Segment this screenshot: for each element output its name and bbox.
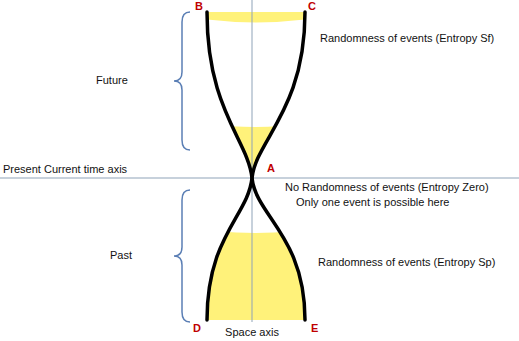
time-region-label: Future xyxy=(96,74,128,87)
entropy-note: No Randomness of events (Entropy Zero) xyxy=(285,181,489,194)
hourglass-left xyxy=(207,12,252,320)
sand-pile xyxy=(190,120,320,182)
time-region-label: Past xyxy=(110,249,132,262)
point-letter: E xyxy=(311,322,318,335)
space-axis-line xyxy=(252,0,253,322)
point-letter: C xyxy=(308,0,316,13)
past-bracket xyxy=(174,190,190,322)
sand-sliver xyxy=(195,12,317,23)
future-bracket xyxy=(174,12,190,150)
time-axis-line xyxy=(0,178,519,179)
axis-label: Space axis xyxy=(225,326,279,339)
hourglass-right xyxy=(252,12,305,320)
brackets xyxy=(174,12,190,322)
entropy-note: Randomness of events (Entropy Sf) xyxy=(320,32,494,45)
point-letter: D xyxy=(193,322,201,335)
hourglass-outline xyxy=(207,12,305,320)
point-letter: B xyxy=(195,0,203,13)
entropy-note: Randomness of events (Entropy Sp) xyxy=(318,256,495,269)
note: Only one event is possible here xyxy=(296,196,449,209)
axis-label: Present Current time axis xyxy=(3,163,127,176)
point-letter: A xyxy=(267,162,275,175)
